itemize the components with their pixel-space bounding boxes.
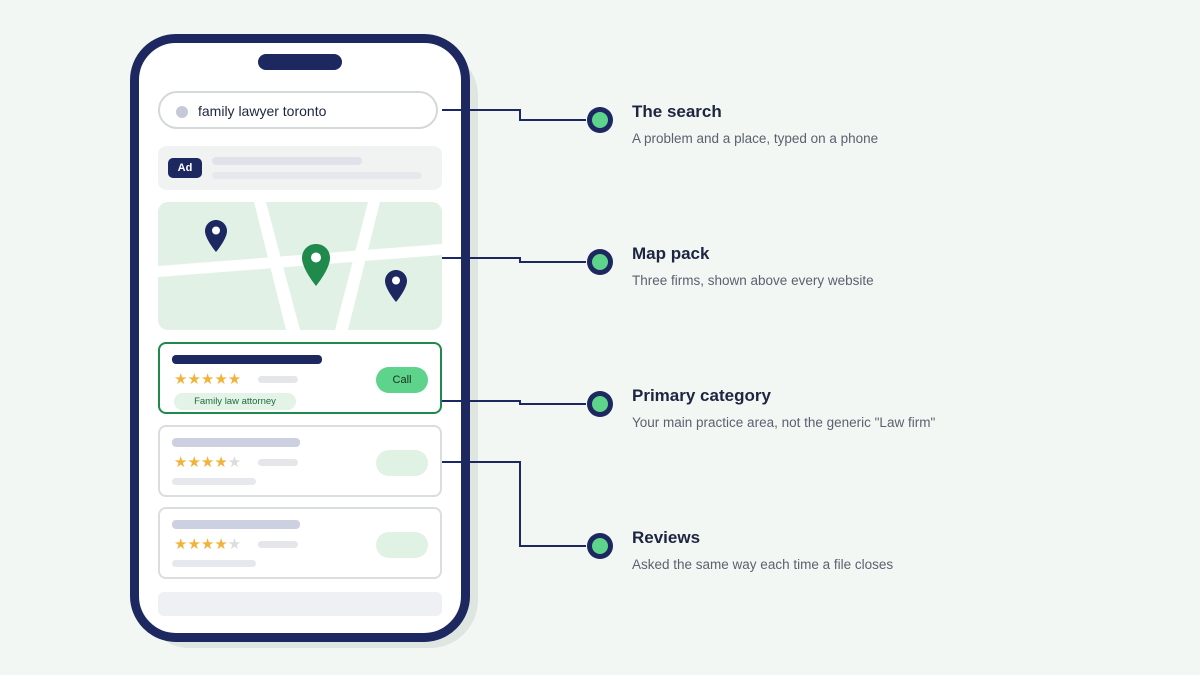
callout-subtitle: A problem and a place, typed on a phone [632, 131, 879, 146]
listing-card[interactable]: ★★★★★ [158, 507, 442, 579]
review-count-bar [258, 541, 298, 548]
call-button-placeholder[interactable] [376, 532, 428, 558]
review-count-bar [258, 376, 298, 383]
callout-reviews: Reviews Asked the same way each time a f… [632, 528, 893, 572]
listing-card[interactable]: ★★★★★ [158, 425, 442, 497]
callout-subtitle: Three firms, shown above every website [632, 273, 874, 288]
callout-map-pack: Map pack Three firms, shown above every … [632, 244, 874, 288]
phone-notch [258, 54, 342, 70]
callout-primary-category: Primary category Your main practice area… [632, 386, 935, 430]
rating-stars: ★★★★★ [174, 536, 242, 553]
search-query: family lawyer toronto [198, 103, 327, 119]
listing-title-bar [172, 438, 300, 447]
review-count-bar [258, 459, 298, 466]
call-button-placeholder[interactable] [376, 450, 428, 476]
listing-card-featured[interactable]: ★★★★★ Call Family law attorney [158, 342, 442, 414]
search-dot-icon [176, 106, 188, 118]
ad-line-1 [212, 157, 362, 165]
callout-node-icon [587, 107, 613, 559]
category-pill: Family law attorney [174, 393, 296, 410]
map-pin-highlight-icon[interactable] [302, 244, 330, 286]
listing-title-bar [172, 355, 322, 364]
callout-title: The search [632, 102, 722, 121]
listing-title-bar [172, 520, 300, 529]
listing-detail-bar [172, 478, 256, 485]
rating-stars: ★★★★★ [174, 371, 242, 388]
call-button[interactable]: Call [376, 367, 428, 393]
callout-title: Primary category [632, 386, 771, 405]
listing-detail-bar [172, 560, 256, 567]
callout-search: The search A problem and a place, typed … [632, 102, 878, 146]
callout-subtitle: Asked the same way each time a file clos… [632, 557, 894, 572]
callout-title: Map pack [632, 244, 710, 263]
callout-subtitle: Your main practice area, not the generic… [632, 415, 936, 430]
map-pin-icon[interactable] [385, 270, 407, 302]
rating-stars: ★★★★★ [174, 454, 242, 471]
ad-result[interactable]: Ad [158, 146, 442, 190]
map-pin-icon[interactable] [205, 220, 227, 252]
map-graphic [158, 202, 442, 330]
search-bar[interactable]: family lawyer toronto [158, 91, 438, 129]
map-pack[interactable] [158, 202, 442, 330]
callout-title: Reviews [632, 528, 701, 547]
footer-bar [158, 592, 442, 616]
ad-line-2 [212, 172, 422, 179]
ad-badge: Ad [168, 158, 202, 178]
